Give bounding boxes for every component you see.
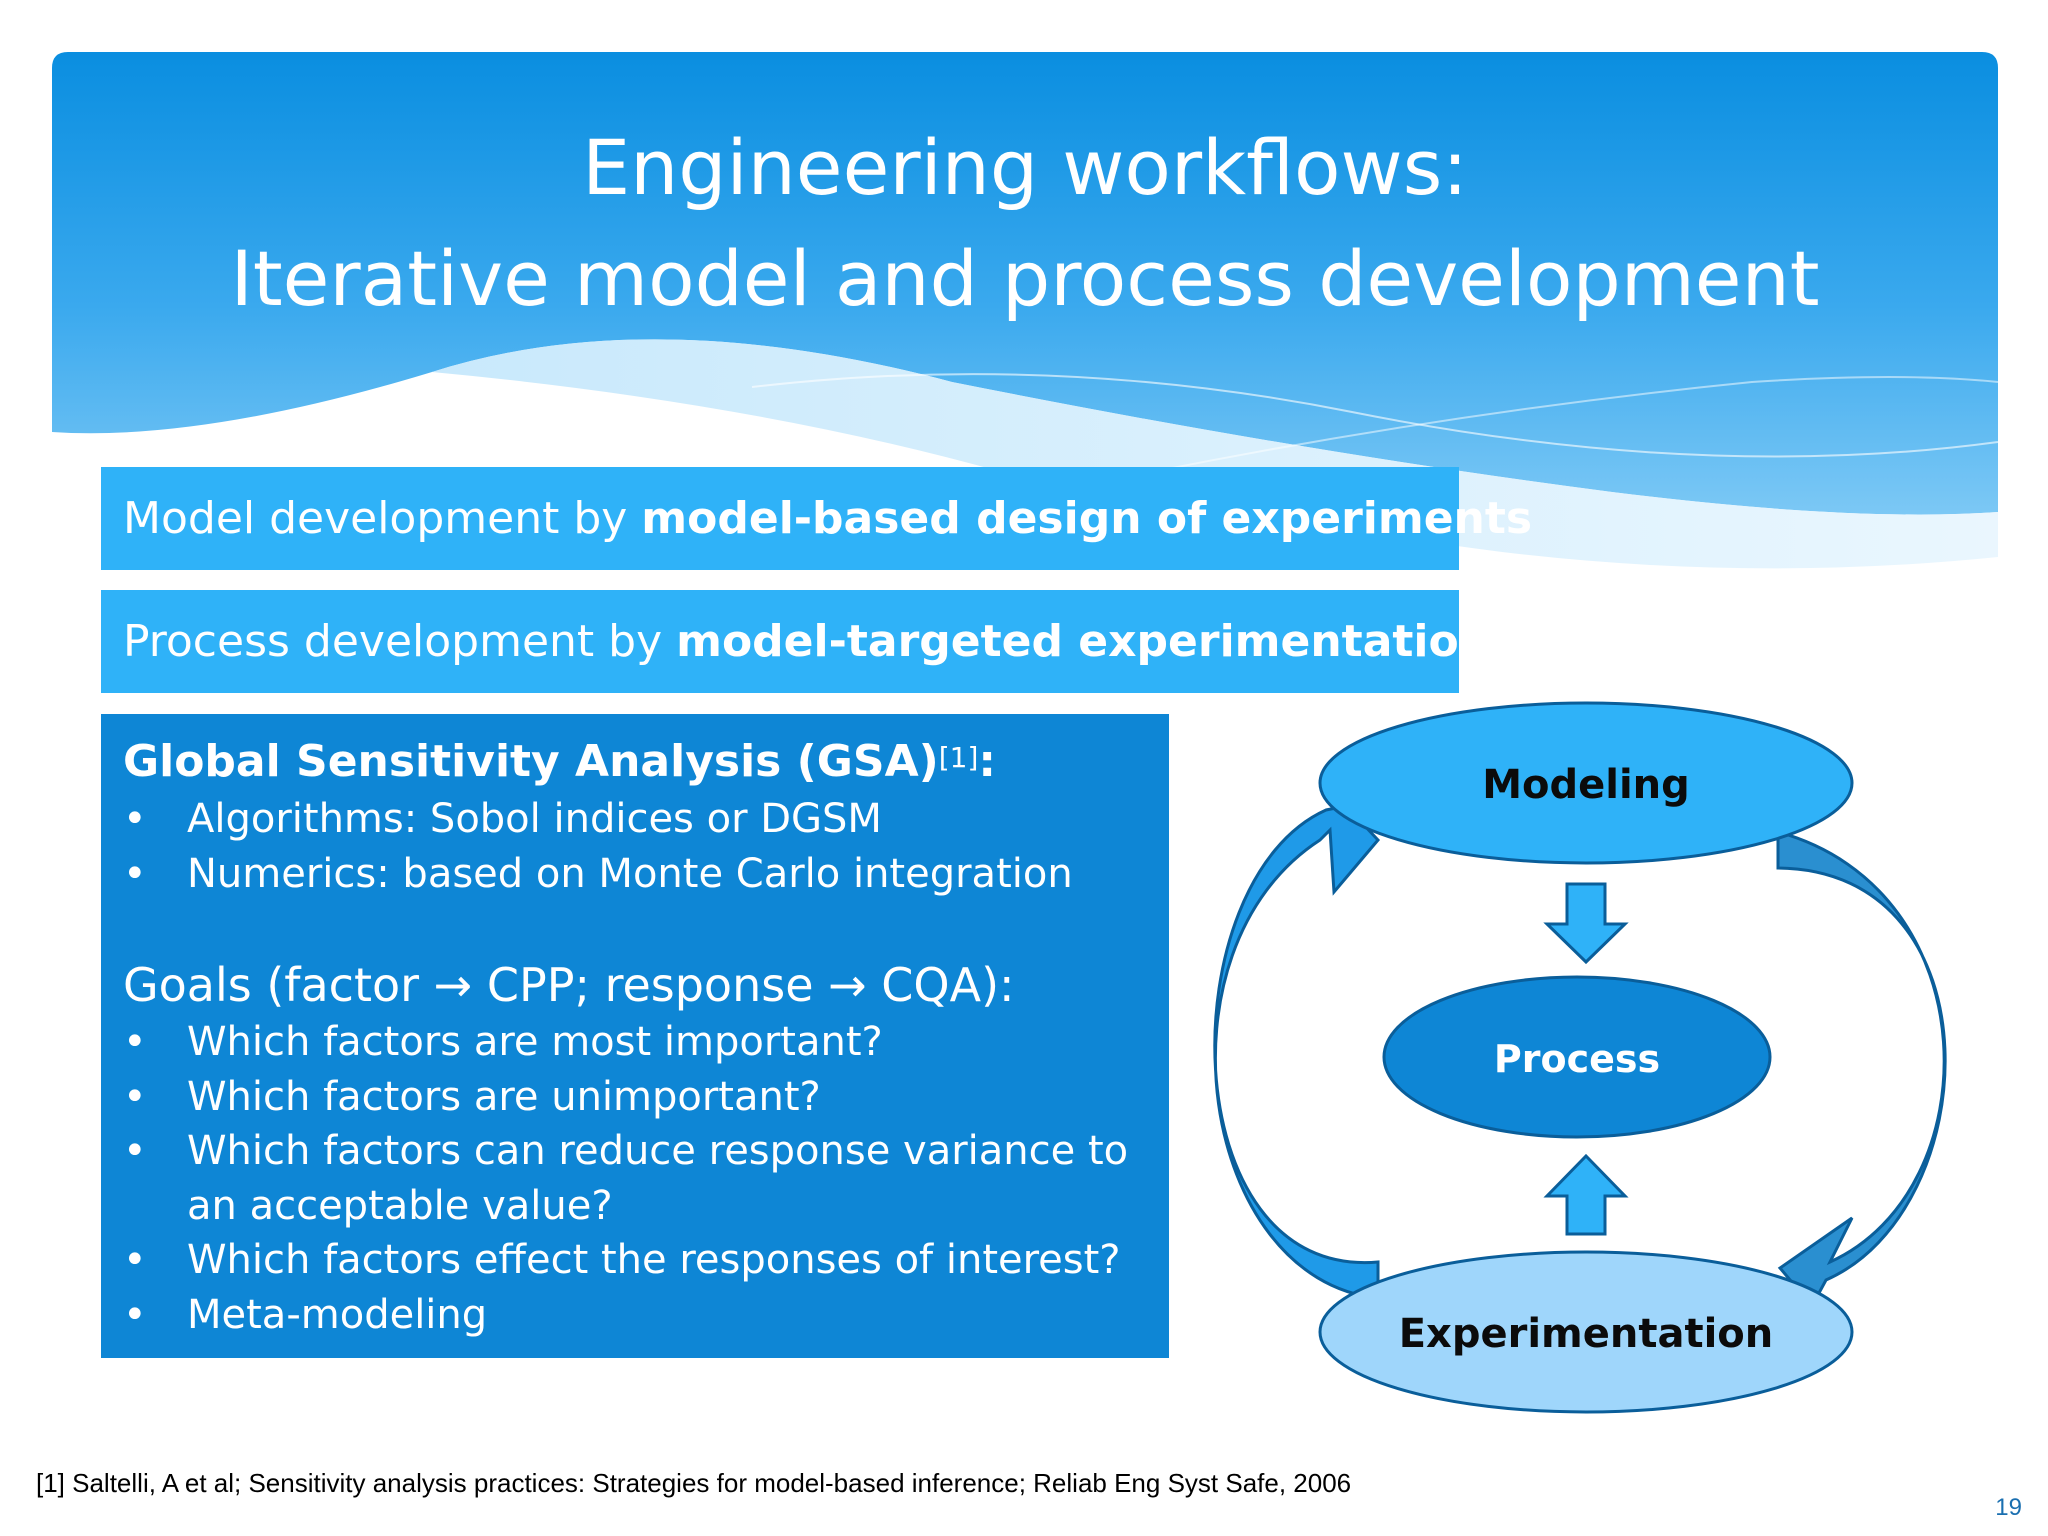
model-development-banner: Model development by model-based design …: [101, 467, 1532, 570]
process-development-banner: Process development by model-targeted ex…: [101, 590, 1490, 693]
experimentation-label: Experimentation: [1399, 1311, 1774, 1357]
goals-heading: Goals (factor → CPP; response → CQA):: [123, 958, 1015, 1012]
bullet-algorithms: Algorithms: Sobol indices or DGSM: [123, 792, 1147, 847]
process-label: Process: [1494, 1037, 1660, 1081]
left-cycle-arrow: [1213, 804, 1381, 1300]
up-arrow: [1543, 1153, 1629, 1236]
goal-bullet: Which factors are unimportant?: [123, 1070, 1147, 1125]
banner2-prefix: Process development by: [123, 616, 677, 667]
gsa-heading: Global Sensitivity Analysis (GSA)[1]:: [123, 732, 1147, 792]
gsa-bullets: Algorithms: Sobol indices or DGSM Numeri…: [123, 792, 1147, 901]
modeling-node: [1318, 701, 1854, 865]
goal-bullet: Which factors can reduce response varian…: [123, 1124, 1147, 1233]
gsa-heading-ref: [1]: [938, 741, 979, 774]
title-line-1: Engineering workflows:: [582, 123, 1468, 212]
gsa-heading-text: Global Sensitivity Analysis (GSA): [123, 736, 939, 787]
footnote: [1] Saltelli, A et al; Sensitivity analy…: [36, 1468, 1352, 1498]
process-node: [1382, 975, 1772, 1139]
experimentation-node: [1318, 1250, 1854, 1414]
bullet-numerics: Numerics: based on Monte Carlo integrati…: [123, 847, 1147, 902]
gsa-box: Global Sensitivity Analysis (GSA)[1]: Al…: [101, 714, 1169, 1358]
goals-bullets: Which factors are most important? Which …: [123, 1015, 1147, 1342]
slide-title: Engineering workflows: Iterative model a…: [52, 112, 1998, 334]
goal-bullet: Meta-modeling: [123, 1288, 1147, 1343]
title-line-2: Iterative model and process development: [230, 234, 1820, 323]
goal-bullet: Which factors are most important?: [123, 1015, 1147, 1070]
banner2-bold: model-targeted experimentation: [676, 616, 1491, 667]
down-arrow: [1543, 882, 1629, 965]
page-number: 19: [1995, 1494, 2022, 1521]
cycle-diagram: Modeling Process Experimentation: [1213, 701, 1947, 1414]
modeling-label: Modeling: [1482, 762, 1690, 808]
header-background: [52, 52, 1998, 572]
gsa-heading-suffix: :: [978, 736, 997, 787]
right-cycle-arrow: [1776, 830, 1947, 1309]
banner1-bold: model-based design of experiments: [641, 493, 1533, 544]
goal-bullet: Which factors effect the responses of in…: [123, 1233, 1147, 1288]
banner1-prefix: Model development by: [123, 493, 642, 544]
